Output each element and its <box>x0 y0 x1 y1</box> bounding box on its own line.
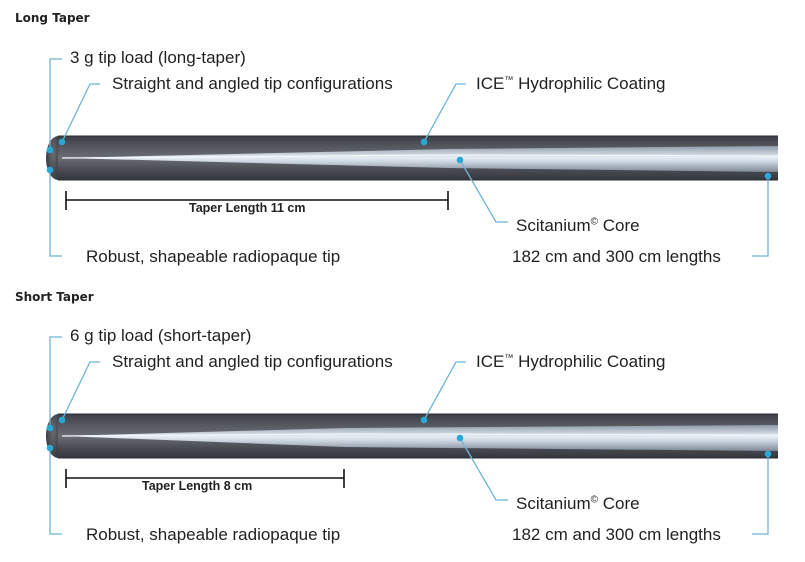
short-taper-tip-label: Robust, shapeable radiopaque tip <box>86 525 341 544</box>
short-taper-dot-config <box>58 416 66 424</box>
short-taper-dot-core <box>456 434 464 442</box>
long-taper-dot-config <box>58 138 66 146</box>
short-taper-tip <box>46 414 58 458</box>
long-taper-leaders <box>49 58 769 257</box>
long-taper-tip-load-label: 3 g tip load (long-taper) <box>70 48 246 67</box>
long-taper-wire <box>46 135 779 181</box>
long-taper-core <box>62 146 778 172</box>
long-taper-length-label: Taper Length 11 cm <box>189 201 306 215</box>
long-taper-lengths-label: 182 cm and 300 cm lengths <box>512 247 721 266</box>
short-taper-leaders <box>49 336 769 535</box>
short-taper-tip-load-label: 6 g tip load (short-taper) <box>70 326 252 345</box>
long-taper-dots <box>46 138 772 180</box>
long-taper-tip-config-label: Straight and angled tip configurations <box>112 74 393 93</box>
short-taper-core-highlight <box>61 433 779 437</box>
long-taper-core-mark: © <box>590 216 599 228</box>
short-taper-length-label: Taper Length 8 cm <box>142 479 253 493</box>
long-taper-dot-lengths <box>764 172 772 180</box>
long-taper-dot-tip <box>46 166 54 174</box>
short-taper-dot-coating <box>420 416 428 424</box>
long-taper-dot-coating <box>420 138 428 146</box>
short-taper-core-name: Scitanium <box>516 494 591 513</box>
short-taper-dot-lengths <box>764 450 772 458</box>
short-taper-coating-mark: ™ <box>504 352 514 363</box>
long-taper-dot-tip-load <box>46 146 54 154</box>
short-taper-coating-label: ICE™ Hydrophilic Coating <box>476 352 665 372</box>
section-heading-short-taper: Short Taper <box>15 290 94 304</box>
short-taper-dimension-bracket <box>65 469 345 488</box>
short-taper-dots <box>46 416 772 458</box>
short-taper-core <box>62 425 778 451</box>
long-taper-core-rest: Core <box>598 216 640 235</box>
long-taper-core-label: Scitanium© Core <box>516 216 640 236</box>
short-taper-coating-rest: Hydrophilic Coating <box>513 352 666 371</box>
short-taper-dot-tip <box>46 444 54 452</box>
short-taper-dot-tip-load <box>46 424 54 432</box>
short-taper-wire <box>46 413 779 459</box>
section-heading-long-taper: Long Taper <box>15 11 90 25</box>
short-taper-core-rest: Core <box>598 494 640 513</box>
short-taper-core-mark: © <box>590 494 599 506</box>
long-taper-coating-name: ICE <box>476 74 505 93</box>
long-taper-dot-core <box>456 156 464 164</box>
long-taper-coating-rest: Hydrophilic Coating <box>513 74 666 93</box>
short-taper-core-label: Scitanium© Core <box>516 494 640 514</box>
long-taper-core-highlight <box>61 154 779 159</box>
short-taper-tip-config-label: Straight and angled tip configurations <box>112 352 393 371</box>
long-taper-core-name: Scitanium <box>516 216 591 235</box>
short-taper-coating-name: ICE <box>476 352 505 371</box>
long-taper-tip <box>46 136 58 180</box>
long-taper-coating-mark: ™ <box>504 74 514 85</box>
long-taper-tip-label: Robust, shapeable radiopaque tip <box>86 247 341 266</box>
short-taper-lengths-label: 182 cm and 300 cm lengths <box>512 525 721 544</box>
long-taper-dimension-bracket <box>65 191 449 210</box>
long-taper-coating-label: ICE™ Hydrophilic Coating <box>476 74 665 94</box>
